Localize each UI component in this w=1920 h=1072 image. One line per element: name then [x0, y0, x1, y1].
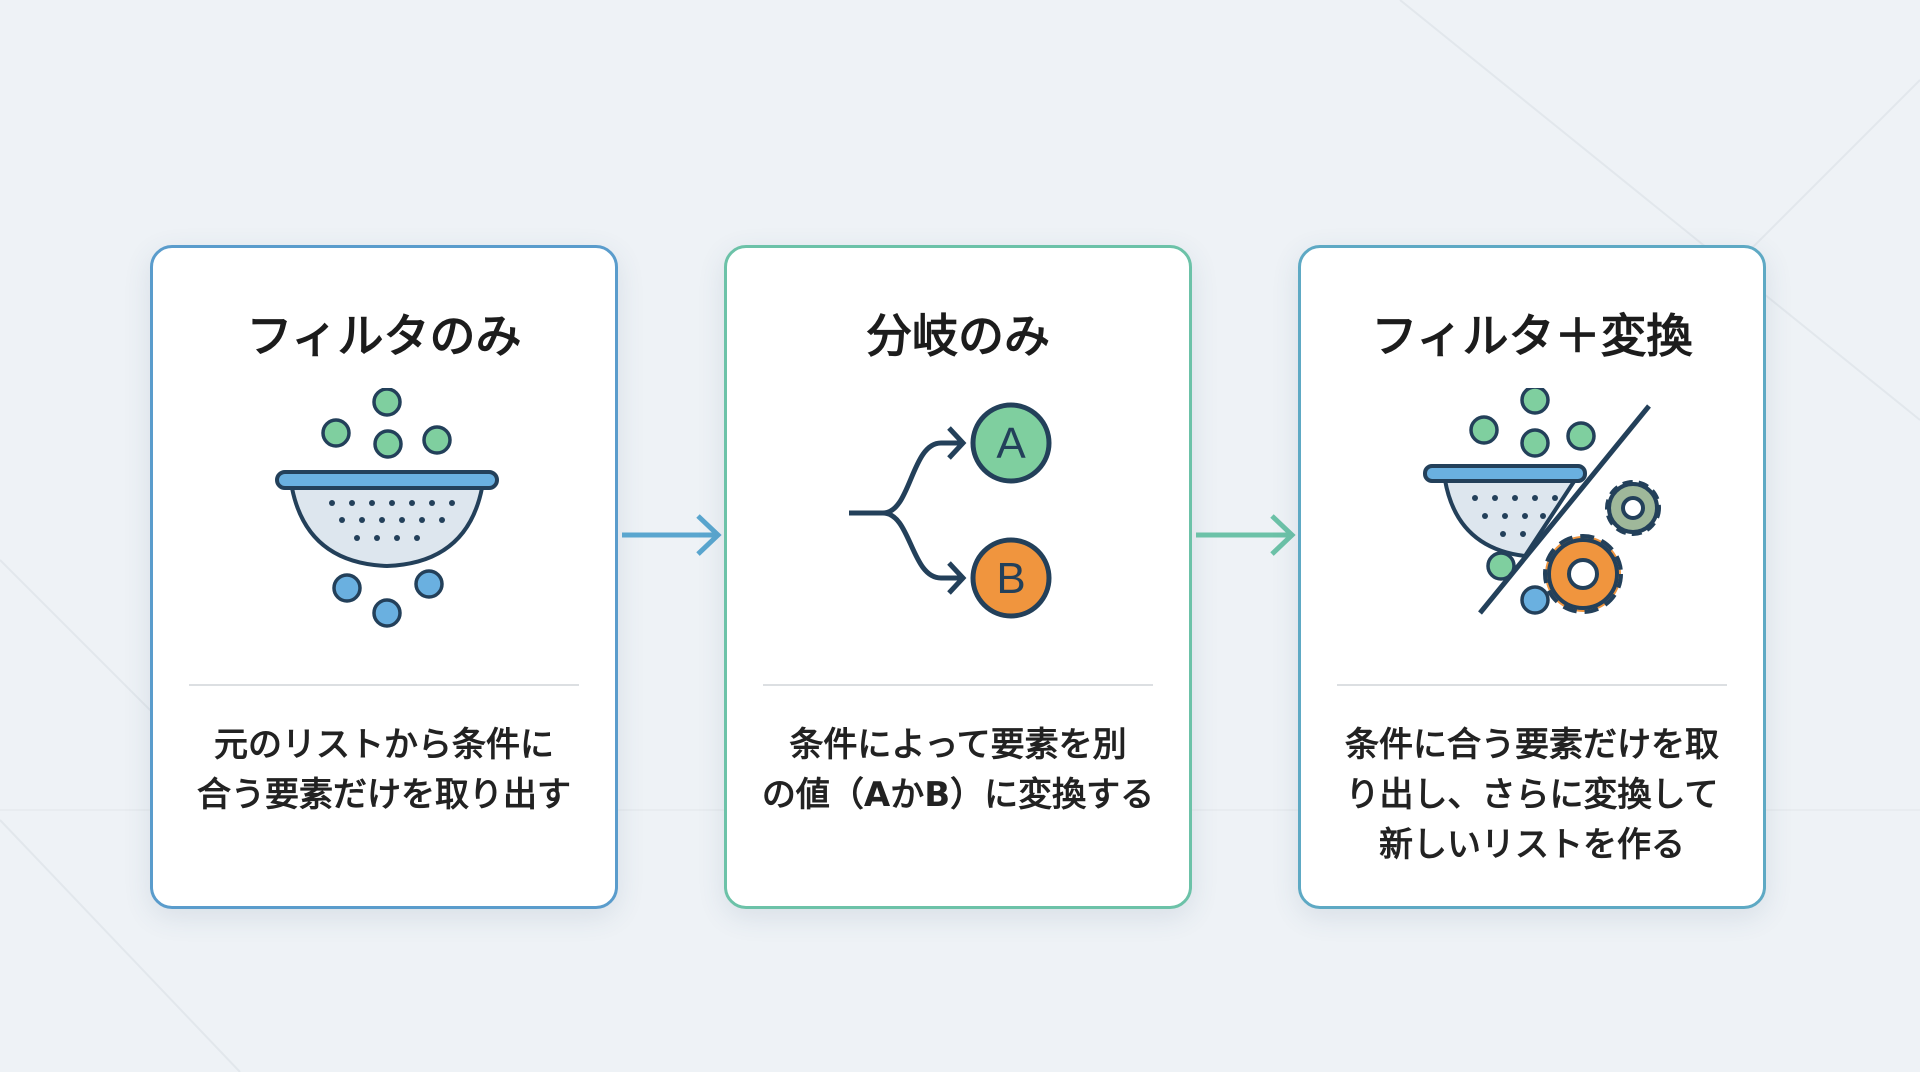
- arrow-right-icon: [622, 514, 722, 556]
- branch-icon: A B: [849, 402, 1052, 619]
- arrow-right-icon: [1196, 514, 1296, 556]
- divider: [763, 684, 1153, 686]
- card-title: 分岐のみ: [866, 309, 1050, 363]
- card-title: フィルタのみ: [246, 309, 522, 363]
- desc-line: 条件に合う要素だけを取: [1345, 725, 1719, 765]
- card-title: フィルタ＋変換: [1371, 309, 1693, 363]
- divider: [1337, 684, 1727, 686]
- card-filter-transform: フィルタ＋変換 条件に合う要素だけを取 り出し、さらに変換して 新しいリストを: [1298, 245, 1766, 909]
- colander-filter-icon: [275, 388, 499, 628]
- branch-b-label: B: [996, 554, 1025, 603]
- desc-line: 合う要素だけを取り出す: [197, 775, 571, 815]
- desc-line: 新しいリストを作る: [1379, 825, 1685, 865]
- card-branch-only: 分岐のみ A B 条件によって要素を別 の値（AかB）に変換する: [724, 245, 1192, 909]
- large-gear-icon: [1543, 534, 1623, 614]
- card-description: 条件によって要素を別 の値（AかB）に変換する: [747, 720, 1169, 820]
- card-description: 条件に合う要素だけを取 り出し、さらに変換して 新しいリストを作る: [1321, 720, 1743, 870]
- desc-line: 条件によって要素を別: [789, 725, 1127, 765]
- card-description: 元のリストから条件に 合う要素だけを取り出す: [173, 720, 595, 820]
- card-filter-only: フィルタのみ 元のリストから条件に 合う要素だけを取り出す: [150, 245, 618, 909]
- divider: [189, 684, 579, 686]
- desc-line: 元のリストから条件に: [214, 725, 554, 765]
- desc-line: り出し、さらに変換して: [1345, 775, 1719, 815]
- desc-line: の値（AかB）に変換する: [761, 775, 1155, 815]
- small-gear-icon: [1605, 480, 1661, 536]
- filter-transform-icon: [1423, 388, 1661, 615]
- branch-a-label: A: [996, 419, 1026, 468]
